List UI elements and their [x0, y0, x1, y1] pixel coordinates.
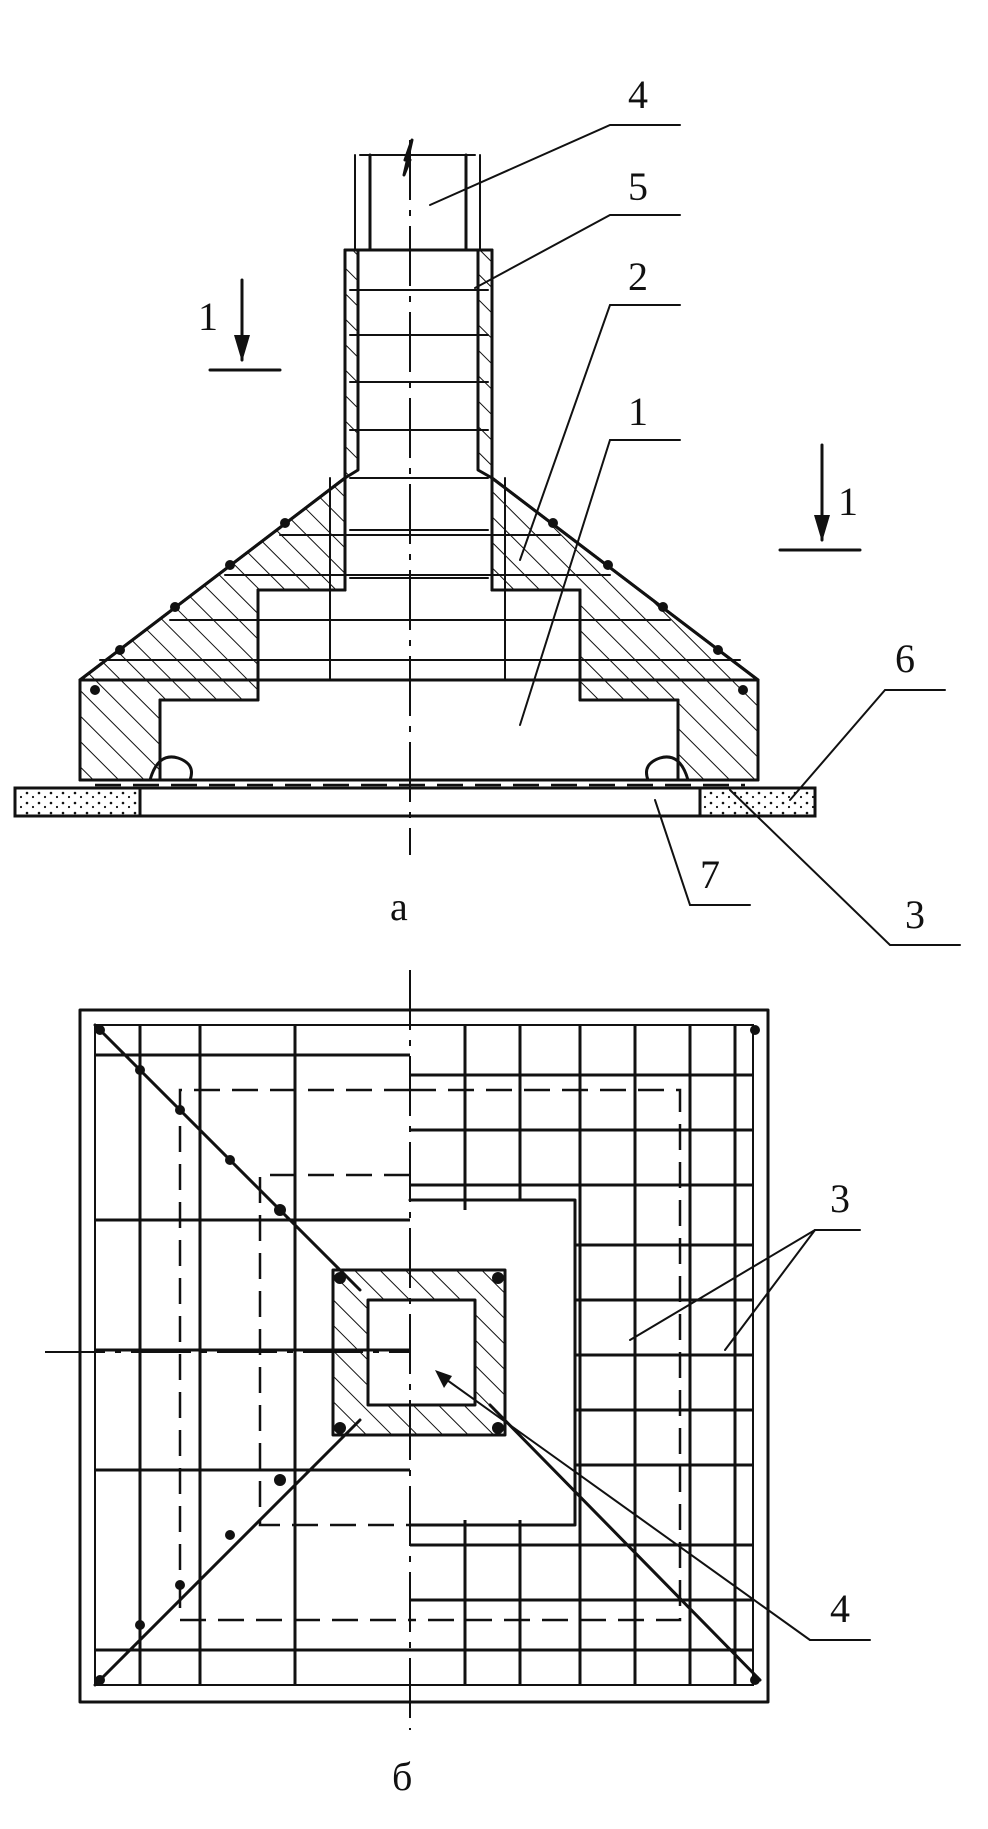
callout-3-b: 3	[830, 1176, 850, 1221]
view-label-b: б	[392, 1754, 412, 1799]
section-label-right: 1	[838, 479, 858, 524]
callout-2: 2	[628, 254, 648, 299]
diagonal-right	[488, 1403, 762, 1682]
section-view-a: 1 1 4 5 2 1 6 7 3 а	[13, 72, 961, 946]
diagonal-dots	[95, 1025, 760, 1685]
mesh-left	[95, 1025, 410, 1685]
footing-outline-plan	[78, 1008, 770, 1704]
diagonal-lower	[93, 1418, 362, 1687]
glass-socket	[343, 248, 494, 579]
callout-5: 5	[628, 164, 648, 209]
callout-4-b: 4	[830, 1586, 850, 1631]
callout-6: 6	[895, 636, 915, 681]
view-label-a: а	[390, 884, 408, 929]
section-mark-right: 1	[778, 443, 862, 552]
section-mark-left: 1	[198, 278, 282, 372]
callouts-a: 4 5 2 1 6 7 3	[429, 72, 961, 946]
callout-1: 1	[628, 389, 648, 434]
footing-body	[78, 476, 760, 787]
callout-7: 7	[700, 852, 720, 897]
callout-4-top: 4	[628, 72, 648, 117]
column-stirrups	[349, 289, 489, 579]
glass-plan	[331, 1268, 507, 1437]
callouts-b: 3 4	[435, 1176, 871, 1641]
base-preparation	[13, 786, 817, 818]
section-label-left: 1	[198, 294, 218, 339]
column	[354, 138, 481, 252]
callout-3-a: 3	[905, 892, 925, 937]
mesh-right	[408, 1025, 753, 1685]
plan-view-b: 3 4 б	[45, 970, 871, 1799]
